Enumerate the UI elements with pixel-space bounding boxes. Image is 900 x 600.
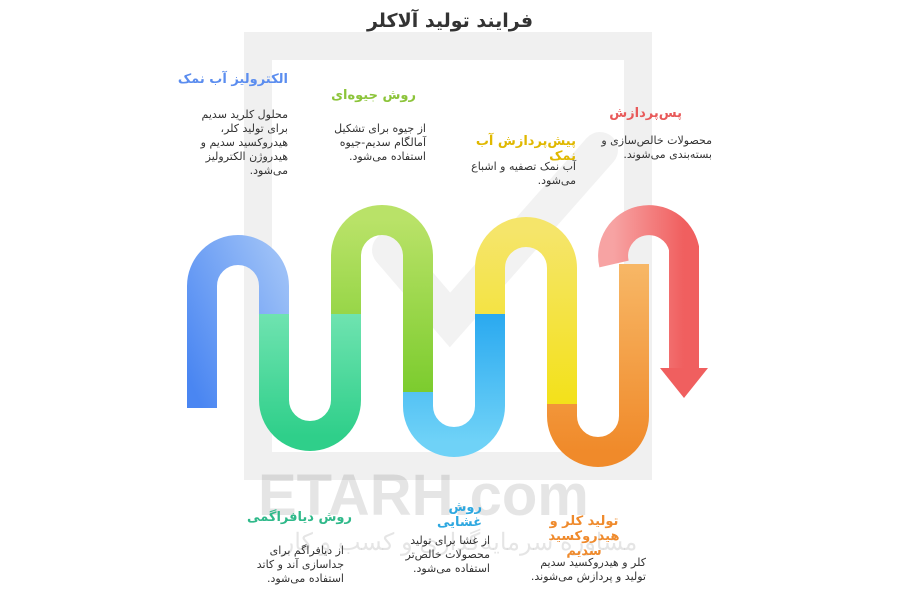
segment-electrolysis [187, 235, 289, 408]
step-label-post-processing: پس‌پردازش [609, 106, 682, 121]
step-label-brine-pretreatment: پیش‌پردازش آب نمک [475, 134, 576, 164]
segment-brine-pretreatment [475, 217, 577, 404]
step-desc-chlor-alkali: کلر و هیدروکسید سدیم تولید و پردازش می‌ش… [530, 556, 646, 583]
segment-mercury [331, 205, 433, 392]
diagram-title: فرایند تولید آلاکلر [366, 10, 534, 32]
step-desc-diaphragm: از دیافراگم برای جداسازی آند و کاتد استف… [256, 544, 344, 585]
step-desc-post-processing: محصولات خالص‌سازی و بسته‌بندی می‌شوند. [601, 134, 712, 161]
step-label-mercury: روش جیوه‌ای [331, 88, 416, 103]
segment-post-processing [598, 205, 699, 370]
flow-arrowhead-icon [660, 368, 708, 398]
segment-diaphragm [259, 314, 361, 451]
step-label-electrolysis: الکترولیز آب نمک [177, 72, 288, 87]
step-label-membrane: روش غشایی [436, 500, 482, 530]
step-desc-mercury: از جیوه برای تشکیل آمالگام سدیم-جیوه است… [334, 122, 426, 163]
segment-membrane [403, 314, 505, 457]
step-desc-membrane: از غشا برای تولید محصولات خالص‌تر استفاد… [405, 534, 490, 575]
segment-chlor-alkali [547, 264, 649, 467]
step-desc-brine-pretreatment: آب نمک تصفیه و اشباع می‌شود. [471, 160, 576, 187]
step-label-chlor-alkali: تولید کلر و هیدروکسید سدیم [548, 514, 620, 559]
step-desc-electrolysis: محلول کلرید سدیم برای تولید کلر، هیدروکس… [200, 108, 288, 177]
step-label-diaphragm: روش دیافراگمی [247, 510, 352, 525]
